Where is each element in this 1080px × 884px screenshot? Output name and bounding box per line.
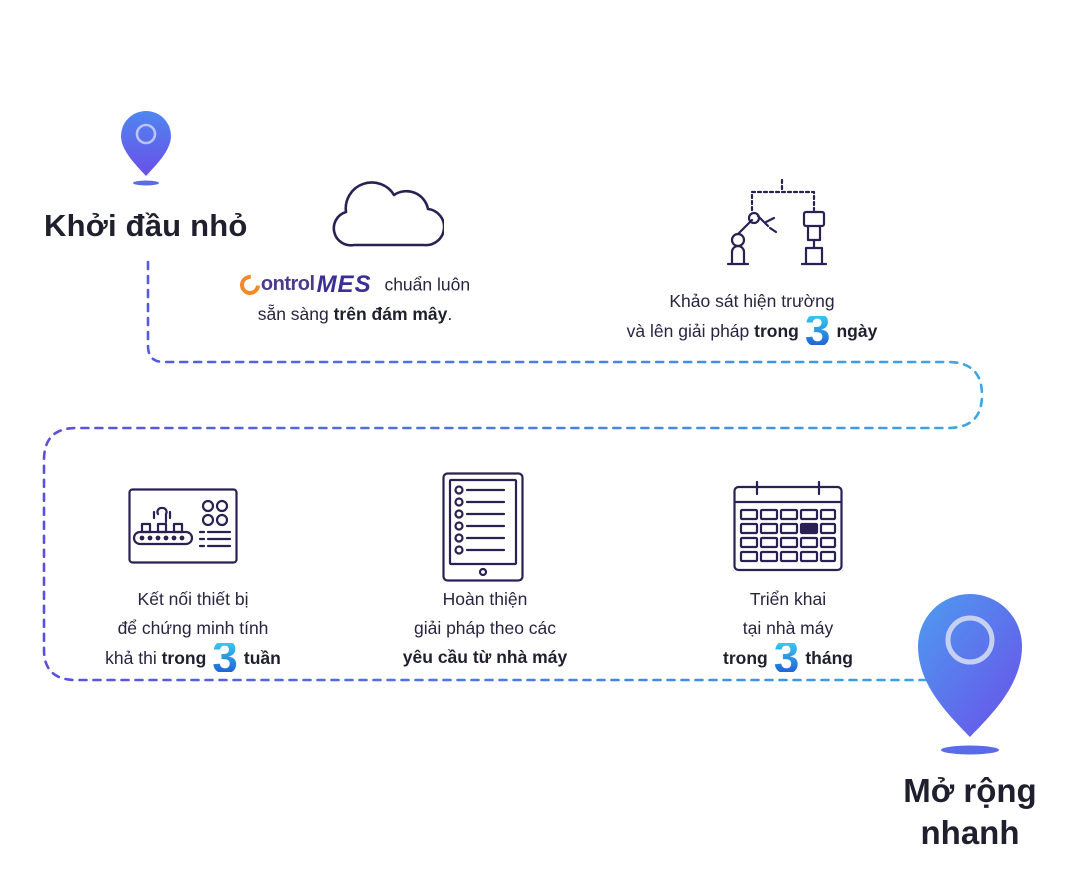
controlmes-logo: ontrol MES <box>235 270 372 299</box>
step-finalize-line3-bold: yêu cầu từ nhà máy <box>402 647 568 667</box>
step-deploy-line3-end: tháng <box>805 648 853 668</box>
step-deploy-number: 3 <box>773 631 800 683</box>
logo-ontrol: ontrol <box>260 273 315 295</box>
step-finalize-line1: Hoàn thiện <box>442 589 528 609</box>
step-cloud-line2-text: sẵn sàng <box>257 303 334 324</box>
checklist-tablet-icon <box>442 472 524 582</box>
calendar-icon <box>733 480 843 572</box>
step-connect-number: 3 <box>212 631 238 683</box>
end-pin-icon <box>918 594 1022 755</box>
step-cloud-line1: ontrol MES chuẩn luôn <box>190 270 520 300</box>
step-survey-line2-bold: trong <box>754 321 799 341</box>
step-survey-line1: Khảo sát hiện trường <box>669 291 835 311</box>
step-connect-line3-bold: trong <box>161 648 207 668</box>
step-survey-line2-end: ngày <box>836 321 878 341</box>
step-finalize-line2: giải pháp theo các <box>413 618 557 638</box>
end-title-line2: nhanh <box>920 814 1020 851</box>
step-connect-line2: để chứng minh tính <box>117 618 269 638</box>
step-finalize-line3: yêu cầu từ nhà máy <box>340 643 630 672</box>
step-cloud-line2-bold: trên đám mây <box>333 303 448 324</box>
step-cloud-line2-end: . <box>447 303 453 324</box>
cloud-icon <box>332 178 444 248</box>
end-title-line1: Mở rộng <box>903 772 1037 809</box>
step-connect-line3-end: tuần <box>243 648 281 668</box>
step-cloud-line1-text: chuẩn luôn <box>384 274 471 295</box>
step-survey-number: 3 <box>804 304 831 356</box>
step-connect-line3-text: khả thi <box>105 648 162 668</box>
step-survey-line2-text: và lên giải pháp <box>626 321 755 341</box>
step-deploy-line1: Triển khai <box>749 589 827 609</box>
end-title: Mở rộng nhanh <box>880 770 1060 854</box>
step-connect-caption: Kết nối thiết bị để chứng minh tính khả … <box>48 585 338 683</box>
step-deploy-line2: tại nhà máy <box>742 618 834 638</box>
start-title: Khởi đầu nhỏ <box>44 208 248 243</box>
logo-c-mark <box>235 270 264 299</box>
step-survey-caption: Khảo sát hiện trường và lên giải pháp tr… <box>592 287 912 356</box>
conveyor-machine-icon <box>128 488 238 564</box>
start-pin-icon <box>121 111 171 186</box>
step-deploy-line3-bold: trong <box>723 648 768 668</box>
logo-mes: MES <box>316 271 372 298</box>
step-cloud-caption: ontrol MES chuẩn luôn sẵn sàng trên đám … <box>190 270 520 329</box>
step-cloud-line2: sẵn sàng trên đám mây. <box>190 300 520 329</box>
step-finalize-caption: Hoàn thiện giải pháp theo các yêu cầu từ… <box>340 585 630 672</box>
step-connect-line1: Kết nối thiết bị <box>137 589 249 609</box>
robot-arm-icon <box>722 178 842 270</box>
